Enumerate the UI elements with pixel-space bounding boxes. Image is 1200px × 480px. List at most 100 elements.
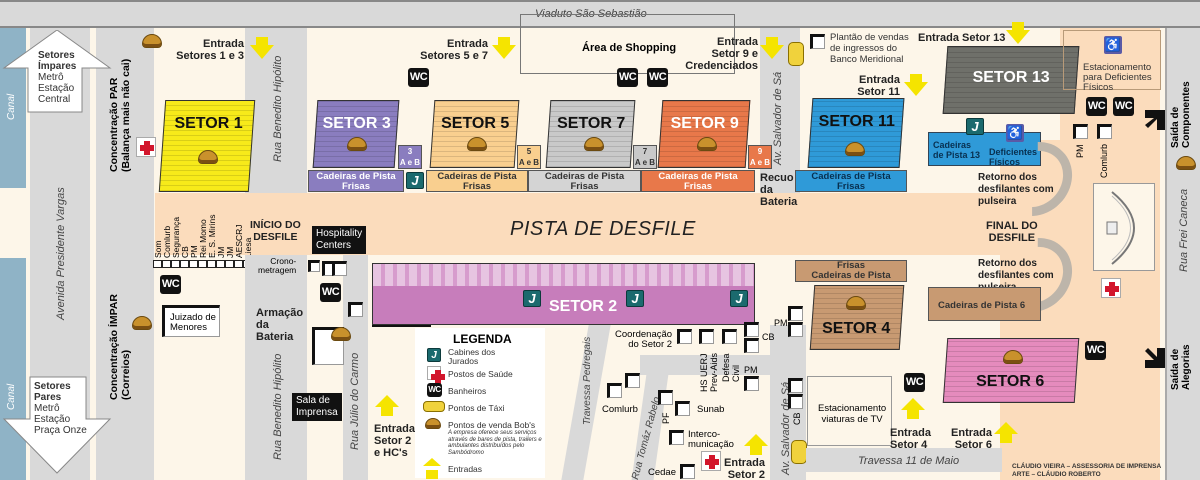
coordenacao-booth bbox=[677, 329, 692, 344]
cadeiras-setor-9[interactable]: Cadeiras de Pista Frisas bbox=[641, 170, 755, 192]
rua-benedito-top-label: Rua Benedito Hipólito bbox=[272, 55, 284, 162]
taxi-icon[interactable] bbox=[788, 42, 804, 66]
cadeiras-setor-11[interactable]: Cadeiras de Pista Frisas bbox=[795, 170, 907, 192]
pm-booth bbox=[1073, 124, 1088, 139]
sunab-booth bbox=[675, 401, 690, 416]
setor-9-title: SETOR 9 bbox=[670, 115, 739, 132]
cadeiras-setor-3[interactable]: Cadeiras de Pista Frisas bbox=[308, 170, 404, 192]
taxi-icon[interactable] bbox=[791, 440, 807, 464]
deficientes-label: Deficientes Físicos bbox=[989, 147, 1038, 167]
setor-11[interactable]: SETOR 11 bbox=[807, 98, 905, 168]
subsector-3-ab: A e B bbox=[399, 158, 421, 167]
subsector-9[interactable]: 9 A e B bbox=[748, 145, 772, 169]
setor-6[interactable]: SETOR 6 bbox=[942, 338, 1080, 403]
subsector-7-num: 7 bbox=[642, 147, 648, 156]
wc-icon[interactable]: WC bbox=[160, 275, 181, 294]
setor-1[interactable]: SETOR 1 bbox=[158, 100, 256, 192]
subsector-3[interactable]: 3 A e B bbox=[398, 145, 422, 169]
wc-icon[interactable]: WC bbox=[1085, 341, 1106, 360]
entrance-arrow-icon[interactable] bbox=[744, 434, 768, 455]
saida-componentes: Saída de Componentes bbox=[1170, 81, 1192, 148]
cadeiras-setor-5[interactable]: Cadeiras de Pista Frisas bbox=[426, 170, 528, 192]
intercomunicacao-label: Interco- municação bbox=[688, 429, 734, 450]
juizado-label: Juizado de Menores bbox=[170, 312, 216, 333]
frisas-setor-4[interactable]: Frisas Cadeiras de Pista bbox=[795, 260, 907, 282]
setor-3[interactable]: SETOR 3 bbox=[312, 100, 400, 168]
praca-apoteose bbox=[1093, 183, 1155, 271]
pedregais-label: Travessa Pedregais bbox=[582, 336, 593, 425]
cronometragem-booth bbox=[308, 260, 320, 272]
entrada-setor-2: Entrada Setor 2 bbox=[724, 457, 765, 480]
setor-13[interactable]: SETOR 13 bbox=[942, 46, 1080, 114]
wc-icon[interactable]: WC bbox=[647, 68, 668, 87]
entrada-setores-1-3: Entrada Setores 1 e 3 bbox=[176, 38, 244, 62]
estacionamento-deficientes-label: Estacionamento para Deficientes Físicos bbox=[1083, 62, 1152, 93]
judge-cabin-icon[interactable]: J bbox=[626, 290, 644, 307]
subsector-7[interactable]: 7 A e B bbox=[633, 145, 657, 169]
frisas-label: Frisas bbox=[570, 181, 599, 192]
entrance-arrow-icon[interactable] bbox=[901, 398, 925, 419]
wc-icon[interactable]: WC bbox=[904, 373, 925, 392]
wc-icon[interactable]: WC bbox=[1113, 97, 1134, 116]
setor-5[interactable]: SETOR 5 bbox=[429, 100, 520, 168]
canal-bottom bbox=[0, 258, 26, 480]
wc-icon[interactable]: WC bbox=[617, 68, 638, 87]
pm-label-2: PM bbox=[774, 318, 788, 328]
setor-6-title: SETOR 6 bbox=[976, 373, 1045, 390]
setor-5-title: SETOR 5 bbox=[441, 115, 510, 132]
hs-uerj-booth bbox=[699, 329, 714, 344]
entrance-arrow-icon[interactable] bbox=[250, 37, 274, 59]
judge-cabin-icon[interactable]: J bbox=[730, 290, 748, 307]
legend-item-label: Pontos de Táxi bbox=[448, 403, 505, 413]
judge-cabin-icon[interactable]: J bbox=[406, 172, 424, 189]
judge-cabin-icon[interactable]: J bbox=[966, 118, 984, 135]
inicio-desfile-label: INÍCIO DO DESFILE bbox=[250, 219, 301, 243]
cadeiras-setor-6[interactable]: Cadeiras de Pista 6 bbox=[928, 287, 1041, 321]
setor-7[interactable]: SETOR 7 bbox=[545, 100, 636, 168]
entrance-arrow-icon[interactable] bbox=[904, 74, 928, 96]
entrance-arrow-icon[interactable] bbox=[492, 37, 516, 59]
wc-icon[interactable]: WC bbox=[1086, 97, 1107, 116]
frisas-label: Frisas bbox=[837, 260, 865, 271]
impares-line1: Setores bbox=[38, 50, 75, 61]
burger-icon bbox=[425, 418, 441, 429]
cb-booth bbox=[788, 378, 803, 393]
frisas-label: Frisas bbox=[463, 181, 491, 192]
sunab-label: Sunab bbox=[697, 404, 725, 415]
wc-icon[interactable]: WC bbox=[320, 283, 341, 302]
frisas-label: Frisas bbox=[342, 181, 370, 192]
rua-benedito-bottom bbox=[245, 255, 307, 480]
entrada-setor-11: Entrada Setor 11 bbox=[857, 74, 900, 98]
judge-cabin-icon[interactable]: J bbox=[523, 290, 541, 307]
cadeiras-label: Cadeiras de Pista bbox=[658, 171, 738, 182]
cb-booth bbox=[744, 322, 759, 337]
wc-icon[interactable]: WC bbox=[408, 68, 429, 87]
cedae-label: Cedae bbox=[648, 467, 676, 478]
setor-4[interactable]: SETOR 4 bbox=[809, 285, 905, 350]
wheelchair-icon: ♿ bbox=[1104, 36, 1122, 54]
burger-icon bbox=[846, 296, 866, 310]
setor-2-top bbox=[373, 264, 754, 286]
setor-2[interactable]: SETOR 2 bbox=[372, 263, 755, 325]
legend-title: LEGENDA bbox=[453, 332, 512, 346]
cb-label-2: CB bbox=[792, 412, 802, 425]
entrance-arrow-icon[interactable] bbox=[1006, 22, 1030, 44]
entrance-arrow-icon[interactable] bbox=[760, 37, 784, 59]
entrance-arrow-icon[interactable] bbox=[375, 395, 399, 416]
pista-de-desfile bbox=[155, 193, 1060, 255]
subsector-5[interactable]: 5 A e B bbox=[517, 145, 541, 169]
burger-icon bbox=[1176, 156, 1196, 170]
burger-icon bbox=[1003, 350, 1023, 364]
cadeiras-setor-13[interactable]: Cadeiras de Pista 13 Deficientes Físicos bbox=[928, 132, 1041, 167]
exit-arrow-componentes bbox=[1145, 110, 1165, 130]
setor-9[interactable]: SETOR 9 bbox=[657, 100, 751, 168]
apoteose-arch-icon bbox=[1106, 191, 1135, 265]
saida-alegorias: Saída de Alegorias bbox=[1170, 344, 1192, 390]
entrada-setor-9: Entrada Setor 9 e Credenciados bbox=[685, 36, 758, 72]
cadeiras-setor-7[interactable]: Cadeiras de Pista Frisas bbox=[528, 170, 641, 192]
intercomunicacao-booth bbox=[669, 430, 684, 445]
entrance-arrow-icon[interactable] bbox=[994, 422, 1018, 443]
health-post-icon bbox=[427, 366, 445, 384]
legend-item-label: Cabines dos Jurados bbox=[448, 347, 496, 366]
cadeiras-label: Cadeiras de Pista bbox=[544, 171, 625, 182]
